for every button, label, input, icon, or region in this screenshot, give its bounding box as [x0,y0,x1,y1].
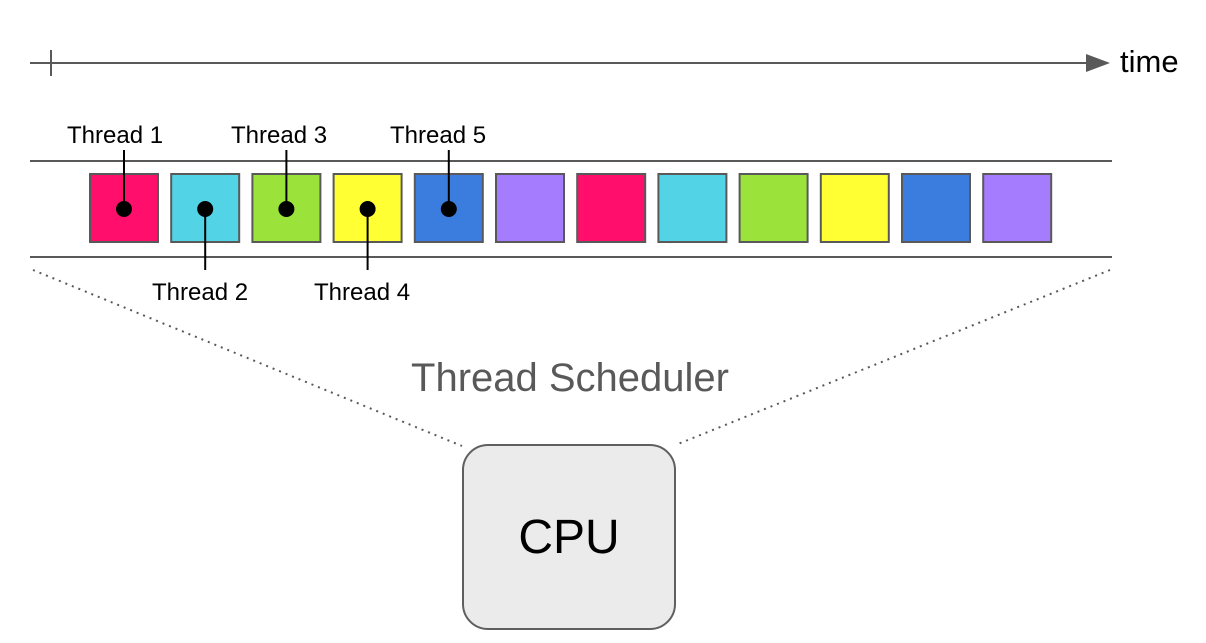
time-slice-12 [982,173,1053,243]
time-slices [89,173,1053,243]
thread-label-3: Thread 3 [231,122,328,149]
cpu-label: CPU [518,510,620,564]
time-slice-6 [495,173,565,243]
thread-label-1: Thread 1 [67,122,164,149]
time-slice-7 [576,173,647,243]
time-slice-11 [901,173,971,243]
callout-dot-thread-1 [116,201,132,217]
thread-callouts [116,150,457,270]
cpu-box: CPU [462,444,676,630]
time-axis-arrowhead-icon [1086,54,1110,72]
time-slice-9 [738,173,809,243]
thread-label-2: Thread 2 [152,279,249,306]
callout-dot-thread-3 [278,201,295,217]
time-axis-label: time [1120,44,1179,79]
thread-label-5: Thread 5 [390,122,487,149]
fan-line-right [677,269,1111,445]
thread-label-4: Thread 4 [314,279,411,306]
time-slice-10 [819,173,890,243]
callout-dot-thread-2 [197,201,214,217]
callout-dot-thread-5 [440,201,457,217]
callout-dot-thread-4 [359,201,376,217]
thread-scheduler-label: Thread Scheduler [411,356,729,400]
fan-line-left [32,269,463,447]
time-slice-8 [657,173,728,243]
